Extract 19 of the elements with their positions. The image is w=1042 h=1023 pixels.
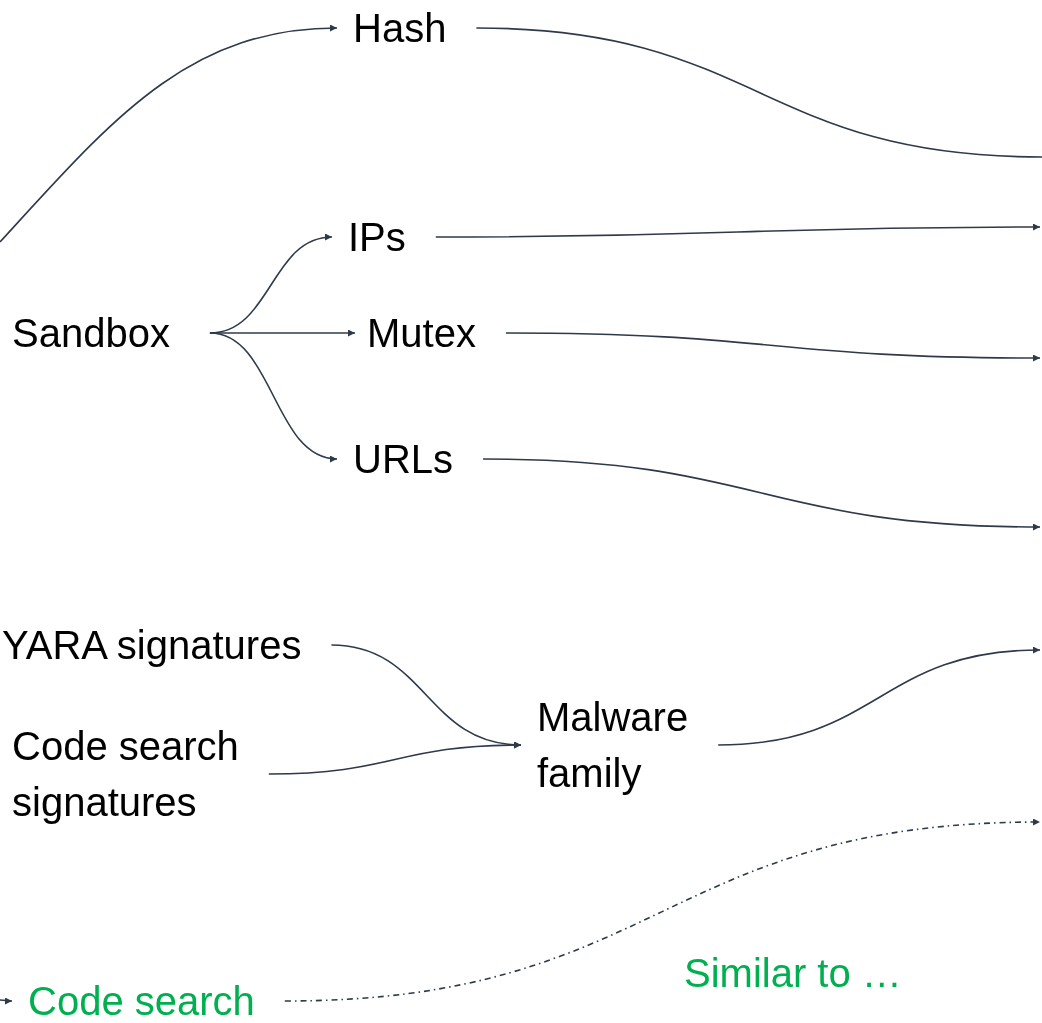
node-label: Sandbox xyxy=(12,305,170,361)
node-label: IPs xyxy=(348,209,406,265)
arrow xyxy=(717,646,1041,746)
arrow xyxy=(0,24,338,243)
arrow xyxy=(505,332,1041,362)
arrow xyxy=(435,223,1041,238)
connector-line xyxy=(475,27,1042,158)
arrow xyxy=(209,332,338,462)
node-label: Code search xyxy=(28,973,255,1023)
arrow xyxy=(268,741,522,775)
arrow xyxy=(482,458,1041,531)
node-label: URLs xyxy=(353,431,454,487)
arrow xyxy=(284,818,1041,1002)
node-label: YARA signatures xyxy=(2,617,302,673)
node-label: Malware family xyxy=(537,689,737,801)
node-label: Mutex xyxy=(367,305,476,361)
arrow xyxy=(0,997,13,1005)
node-label: Hash xyxy=(353,0,447,56)
node-label: Code search signatures xyxy=(12,718,282,830)
